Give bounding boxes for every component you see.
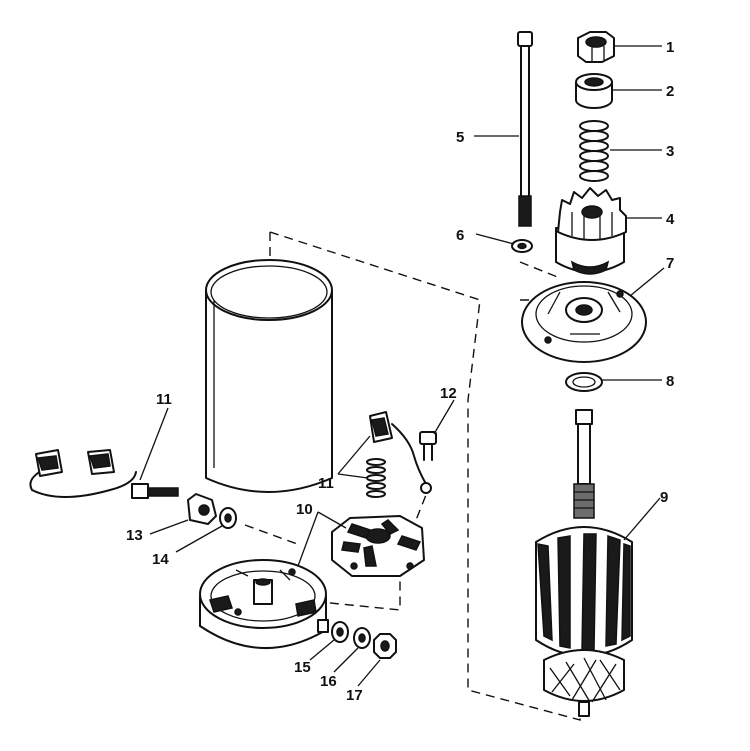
callout-6: 6 xyxy=(456,227,464,244)
leader-lines xyxy=(139,45,665,687)
part-17-nut xyxy=(373,633,397,659)
callout-14: 14 xyxy=(152,551,169,568)
part-11-brush-set-left xyxy=(29,449,179,499)
field-frame-housing xyxy=(205,259,333,493)
callout-12: 12 xyxy=(440,385,457,402)
part-13-terminal-block xyxy=(187,493,217,525)
part-3-spring xyxy=(579,120,609,182)
callout-11-left: 11 xyxy=(156,391,172,408)
callout-16: 16 xyxy=(320,673,337,690)
callout-4: 4 xyxy=(666,211,675,228)
callout-2: 2 xyxy=(666,83,674,100)
part-5-through-bolt xyxy=(517,31,533,227)
part-8-thrust-washer xyxy=(565,372,603,392)
part-16-lock-washer xyxy=(353,627,371,649)
part-10-brush-holder xyxy=(331,515,425,577)
callout-11-center: 11 xyxy=(318,475,334,492)
callout-9: 9 xyxy=(660,489,668,506)
callout-1: 1 xyxy=(666,39,674,56)
part-6-lock-washer xyxy=(511,239,533,253)
callout-13: 13 xyxy=(126,527,143,544)
callout-7: 7 xyxy=(666,255,674,272)
part-14-washer xyxy=(219,507,237,529)
callout-5: 5 xyxy=(456,129,464,146)
part-9-armature xyxy=(535,409,633,717)
part-12-screw xyxy=(419,431,437,461)
callout-15: 15 xyxy=(294,659,311,676)
callout-8: 8 xyxy=(666,373,674,390)
part-11-brush-spring-center xyxy=(366,411,432,498)
part-2-spacer xyxy=(575,73,613,109)
callout-3: 3 xyxy=(666,143,674,160)
callout-10: 10 xyxy=(296,501,313,518)
part-1-hex-nut xyxy=(577,31,615,63)
part-15-flat-washer xyxy=(331,621,349,643)
part-4-drive-pinion xyxy=(555,187,627,275)
part-7-drive-end-cap xyxy=(521,281,647,363)
callout-numbers: 1 2 3 4 5 6 7 8 9 10 11 11 12 13 14 15 1… xyxy=(126,39,675,704)
callout-17: 17 xyxy=(346,687,363,704)
commutator-end-cap xyxy=(199,559,329,649)
